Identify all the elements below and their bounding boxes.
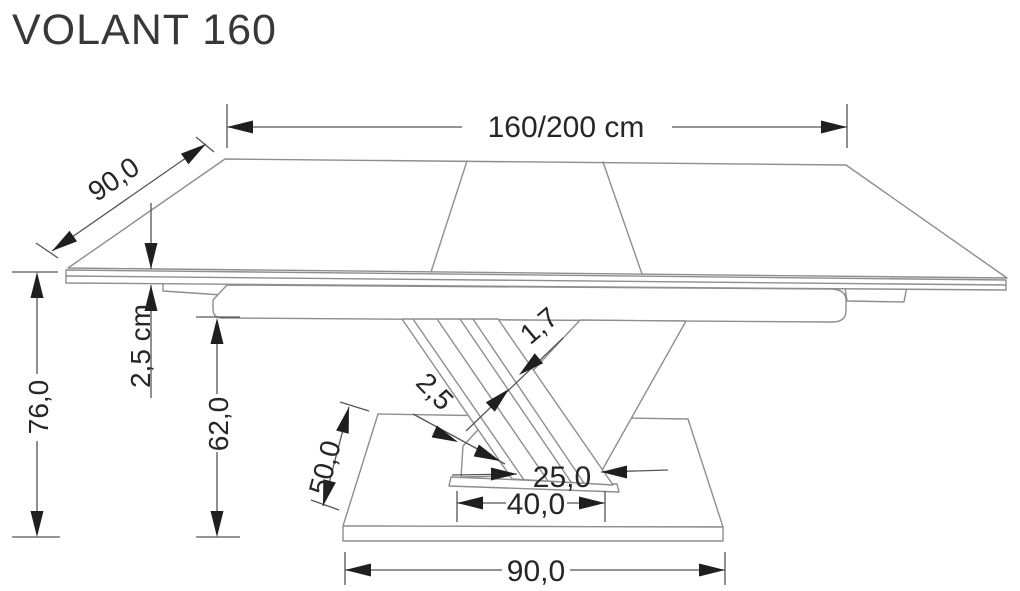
dim-label-base-width: 90,0 xyxy=(507,555,565,588)
leaf-divider-left xyxy=(430,160,468,273)
dim-label-total-height: 76,0 xyxy=(23,380,54,435)
leaf-divider-right xyxy=(602,161,643,275)
arrowhead xyxy=(30,272,44,298)
dim-underframe-height: 62,0 xyxy=(196,316,240,538)
arrowhead xyxy=(180,138,210,165)
pedestal-panel-left xyxy=(401,318,614,486)
arrowhead xyxy=(336,405,356,434)
dim-label-underframe-height: 62,0 xyxy=(203,397,234,452)
arrowhead xyxy=(345,563,371,577)
dim-label-table-depth: 90,0 xyxy=(82,151,144,207)
tabletop-edge-seam xyxy=(65,275,1007,286)
dim-label-foot-width: 25,0 xyxy=(533,461,591,494)
base-plate-front xyxy=(342,525,724,542)
page-title: VOLANT 160 xyxy=(12,6,277,54)
table-drawing xyxy=(65,158,1008,542)
arrowhead xyxy=(227,120,253,134)
dim-label-base-depth: 50,0 xyxy=(303,437,347,498)
arrowhead xyxy=(699,563,725,577)
dim-label-table-width: 160/200 cm xyxy=(488,111,645,144)
dim-total-height: 76,0 xyxy=(12,271,60,538)
arrowhead xyxy=(48,230,78,257)
arrowhead xyxy=(210,318,224,344)
dim-base-width: 90,0 xyxy=(344,552,726,588)
dim-foot-width: 25,0 xyxy=(451,461,669,494)
arrowhead xyxy=(821,120,847,134)
dim-foot-span: 40,0 xyxy=(456,488,606,522)
dim-table-width: 160/200 cm xyxy=(226,104,848,148)
apron-underframe xyxy=(212,284,847,323)
dim-top-thickness: 2,5 cm xyxy=(125,203,158,398)
arrowhead xyxy=(30,511,44,537)
arrowhead xyxy=(210,511,224,537)
tabletop-surface xyxy=(67,158,1008,279)
dim-label-foot-span: 40,0 xyxy=(507,488,565,521)
dim-label-top-thickness: 2,5 cm xyxy=(125,304,156,388)
